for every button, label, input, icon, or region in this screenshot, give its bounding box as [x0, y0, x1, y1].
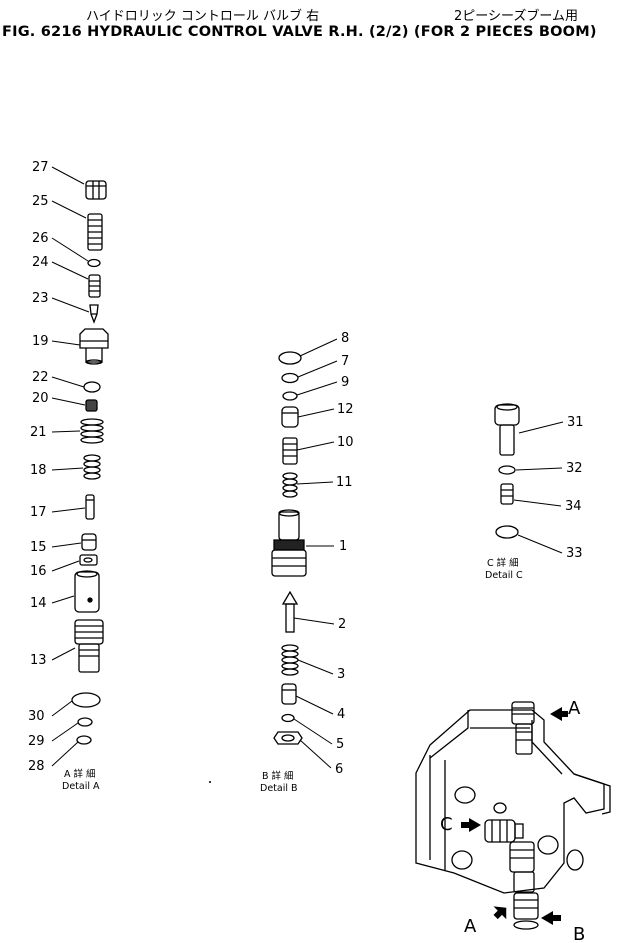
view-label-b: B — [573, 924, 585, 943]
part-2-needle — [281, 590, 299, 633]
part-33-o-ring — [495, 525, 519, 539]
callout-20: 20 — [32, 391, 49, 406]
part-29-backup-ring — [77, 717, 93, 727]
callout-22: 22 — [32, 370, 49, 385]
part-8-o-ring — [278, 351, 302, 365]
callout-24: 24 — [32, 255, 49, 270]
callout-34: 34 — [565, 499, 582, 514]
part-5-o-ring — [281, 713, 295, 723]
detail-c-leaders — [513, 421, 564, 554]
figure-title: FIG. 6216 HYDRAULIC CONTROL VALVE R.H. (… — [2, 24, 597, 40]
callout-30: 30 — [28, 709, 45, 724]
detail-b-caption: Detail B — [260, 783, 298, 794]
part-1-valve-body — [271, 509, 307, 577]
callout-13: 13 — [30, 653, 47, 668]
part-17-pin — [85, 494, 95, 520]
callout-19: 19 — [32, 334, 49, 349]
callout-9: 9 — [341, 375, 349, 390]
callout-5: 5 — [336, 737, 344, 752]
detail-b-jp: B 詳 細 — [262, 770, 294, 782]
part-4-plug — [281, 683, 297, 705]
callout-7: 7 — [341, 354, 349, 369]
detail-a-caption: Detail A — [62, 781, 100, 792]
part-11-spring — [282, 472, 298, 498]
callout-23: 23 — [32, 291, 49, 306]
part-20-seat — [85, 399, 98, 412]
view-arrows — [461, 707, 568, 925]
part-3-spring — [281, 644, 299, 676]
view-label-a-bottom: A — [464, 916, 477, 937]
callout-16: 16 — [30, 564, 47, 579]
detail-c-caption: Detail C — [485, 570, 523, 581]
arrow-a-bottom-icon — [493, 906, 507, 920]
callout-3: 3 — [337, 667, 345, 682]
part-10-spring — [282, 437, 298, 465]
part-16-washer — [79, 554, 98, 566]
part-9-backup-ring — [282, 391, 298, 401]
part-21-spring — [80, 418, 104, 444]
callout-18: 18 — [30, 463, 47, 478]
detail-c-jp: C 詳 細 — [487, 557, 519, 569]
part-30-o-ring — [71, 692, 101, 708]
detail-a-parts — [71, 180, 109, 745]
callout-31: 31 — [567, 415, 584, 430]
part-27-cap-nut — [85, 180, 107, 200]
part-15-piston — [81, 533, 97, 551]
callout-33: 33 — [566, 546, 583, 561]
callout-12: 12 — [337, 402, 354, 417]
part-7-o-ring — [281, 372, 299, 384]
valve-assembly-overview — [415, 701, 611, 930]
arrow-b-icon — [541, 911, 561, 925]
detail-a-jp: A 詳 細 — [64, 768, 96, 780]
part-28-o-ring — [76, 735, 92, 745]
callout-11: 11 — [336, 475, 353, 490]
jp-variant: 2ピーシーズブーム用 — [454, 9, 578, 24]
detail-a-leaders — [51, 166, 90, 767]
arrow-a-top-icon — [550, 707, 568, 721]
callout-1: 1 — [339, 539, 347, 554]
callout-26: 26 — [32, 231, 49, 246]
callout-28: 28 — [28, 759, 45, 774]
part-19-body — [79, 328, 109, 365]
detail-c-parts — [494, 403, 520, 539]
callout-8: 8 — [341, 331, 349, 346]
part-6-nut — [273, 731, 303, 745]
callout-29: 29 — [28, 734, 45, 749]
part-32-o-ring — [498, 465, 516, 475]
detail-b-leaders — [293, 338, 338, 769]
callout-4: 4 — [337, 707, 345, 722]
view-label-c: C — [440, 814, 453, 835]
part-23-poppet — [89, 304, 99, 324]
part-34-screw — [500, 483, 514, 505]
part-18-spring — [83, 454, 101, 480]
view-label-a-top: A — [568, 698, 581, 719]
callout-6: 6 — [335, 762, 343, 777]
callout-32: 32 — [566, 461, 583, 476]
callout-27: 27 — [32, 160, 49, 175]
callout-21: 21 — [30, 425, 47, 440]
part-31-plug — [494, 403, 520, 456]
part-13-plug — [74, 619, 104, 673]
jp-part-name: ハイドロリック コントロール バルブ 右 — [86, 9, 320, 24]
callout-14: 14 — [30, 596, 47, 611]
part-14-sleeve — [74, 570, 100, 613]
part-12-plug — [281, 406, 299, 428]
callout-15: 15 — [30, 540, 47, 555]
part-26-o-ring — [87, 258, 101, 268]
japanese-header: ハイドロリック コントロール バルブ 右 2ピーシーズブーム用 — [0, 3, 622, 24]
arrow-c-icon — [461, 818, 481, 832]
part-24-spring — [88, 274, 101, 298]
part-22-o-ring — [83, 381, 101, 393]
callout-2: 2 — [338, 617, 346, 632]
callout-17: 17 — [30, 505, 47, 520]
callout-25: 25 — [32, 194, 49, 209]
part-25-adjusting-screw — [87, 213, 103, 251]
callout-numbers: 27 25 26 24 23 19 22 20 21 18 17 15 16 1… — [28, 160, 585, 943]
detail-b-parts — [271, 351, 307, 745]
callout-10: 10 — [337, 435, 354, 450]
